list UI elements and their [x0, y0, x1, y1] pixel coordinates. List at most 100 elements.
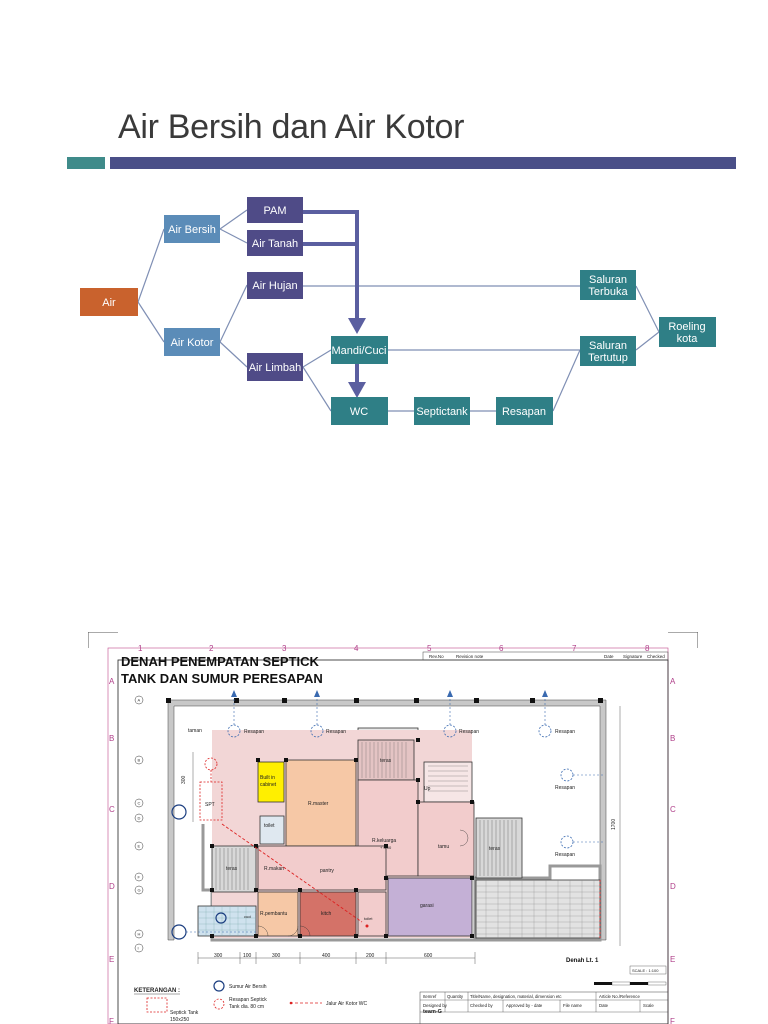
septic-system [199, 757, 369, 928]
legend-sumur: Sumur Air Bersih [229, 984, 267, 990]
dim-100: 100 [243, 953, 252, 959]
node-roeling-line2: kota [677, 333, 699, 345]
site-wall [167, 699, 607, 941]
node-air-label: Air [102, 297, 116, 309]
plan-title-line2: TANK DAN SUMUR PERESAPAN [121, 671, 323, 686]
row-d-right: D [670, 882, 676, 891]
label-resapan-4: Resapan [555, 729, 575, 735]
dim-300a: 300 [214, 953, 223, 959]
node-pam-label: PAM [263, 205, 286, 217]
label-elev: + 0.00 [380, 845, 392, 850]
node-air-hujan: Air Hujan [247, 272, 303, 299]
flow-diagram: Air Air Bersih Air Kotor PAM Air Tanah A… [80, 197, 716, 425]
legend-heading: KETERANGAN : [134, 988, 180, 994]
label-taman: taman [188, 728, 202, 734]
legend-resapan-2: Tank dia. 80 cm [229, 1004, 264, 1010]
label-r-pembantu: R.pembantu [260, 911, 287, 917]
label-toilet-2: toilet [364, 916, 373, 921]
label-cuci: cuci [244, 914, 251, 919]
grid-rows: A B C D E F A B C D E F [109, 677, 676, 1024]
label-kitch: kitch [321, 911, 332, 917]
drain-arrows [186, 695, 604, 933]
row-c-left: C [109, 805, 115, 814]
node-saluran-terbuka-line2: Terbuka [588, 286, 628, 298]
node-air-hujan-label: Air Hujan [252, 280, 297, 292]
node-saluran-terbuka-line1: Saluran [589, 274, 627, 286]
node-mandi-cuci: Mandi/Cuci [331, 336, 388, 364]
legend-septic-1: Septick Tank [170, 1010, 199, 1016]
label-resapan-1: Resapan [244, 729, 264, 735]
node-air: Air [80, 288, 138, 316]
axis-h: H [138, 932, 141, 937]
row-b-left: B [109, 734, 114, 743]
drain-arrowheads [231, 690, 548, 697]
dim-200: 200 [366, 953, 375, 959]
floor-plan-drawing: 1 2 3 4 5 6 7 8 A B C D E F A B C D E F … [88, 632, 698, 1024]
label-resapan-5: Resapan [555, 785, 575, 791]
node-resapan: Resapan [496, 397, 553, 425]
revision-header: Rev.No Revision note Date Signature Chec… [422, 651, 669, 661]
scale-label: SCALE : 1:100 [632, 968, 659, 973]
dim-400: 400 [322, 953, 331, 959]
dimension-labels: 300 100 300 400 200 600 300 1700 [181, 775, 617, 959]
row-a-left: A [109, 677, 115, 686]
axis-markers: A B C D E F G H I [134, 695, 144, 953]
tb-checked: Checked by [470, 1003, 494, 1008]
dimensions [192, 706, 621, 964]
tb-itemref: Itemref [423, 994, 437, 999]
rev-note: Revision note [456, 654, 484, 659]
tb-date: Date [599, 1003, 609, 1008]
col-7: 7 [572, 644, 577, 653]
col-1: 1 [138, 644, 143, 653]
node-septictank-label: Septictank [416, 406, 468, 418]
slide-title: Air Bersih dan Air Kotor [118, 108, 465, 146]
tb-approved: Approved by - date [506, 1003, 543, 1008]
node-air-limbah: Air Limbah [247, 353, 303, 381]
node-pam: PAM [247, 197, 303, 223]
node-saluran-tertutup: Saluran Tertutup [580, 336, 636, 366]
tb-quantity: Quantity [447, 994, 464, 999]
title-rule [110, 157, 736, 169]
tb-article: Article No./Reference [599, 994, 640, 999]
label-r-master: R.master [308, 801, 329, 807]
title-block: Itemref Quantity Title/Name, designation… [419, 991, 669, 1024]
label-teras-right: teras [489, 846, 501, 852]
label-pantry: pantry [320, 868, 334, 874]
flow-connectors [137, 209, 660, 412]
label-r-makan: R.makan [264, 866, 284, 872]
label-spt: SPT [205, 802, 215, 808]
axis-f: F [138, 875, 141, 880]
dim-left: 300 [181, 775, 187, 784]
row-c-right: C [670, 805, 676, 814]
rev-date: Date [604, 654, 614, 659]
title-rule-accent [67, 157, 105, 169]
dim-600: 600 [424, 953, 433, 959]
axis-g: G [138, 888, 141, 893]
row-f-right: F [670, 1017, 675, 1024]
node-resapan-label: Resapan [502, 406, 546, 418]
tb-title: Title/Name, designation, material, dimen… [470, 994, 562, 999]
col-8: 8 [645, 644, 650, 653]
label-up: Up [424, 786, 431, 792]
label-tamu: tamu [438, 844, 449, 850]
node-roeling-line1: Roeling [668, 321, 705, 333]
axis-c: C [138, 801, 141, 806]
node-saluran-tertutup-line2: Tertutup [588, 352, 628, 364]
floor-plan: 1 2 3 4 5 6 7 8 A B C D E F A B C D E F … [88, 632, 698, 1024]
building [166, 698, 603, 942]
node-air-tanah-label: Air Tanah [252, 238, 298, 250]
node-saluran-terbuka: Saluran Terbuka [580, 270, 636, 300]
supply-arrows [303, 210, 366, 398]
node-air-tanah: Air Tanah [247, 230, 303, 256]
node-air-kotor-label: Air Kotor [171, 337, 214, 349]
legend: KETERANGAN : Sumur Air Bersih Resapan Se… [134, 980, 368, 1023]
dim-right: 1700 [611, 819, 617, 830]
row-a-right: A [670, 677, 676, 686]
legend-resapan-1: Resapan Septick [229, 997, 267, 1003]
col-3: 3 [282, 644, 287, 653]
legend-septic-2: 150x250 [170, 1017, 189, 1023]
axis-b: B [138, 758, 141, 763]
row-e-left: E [109, 955, 114, 964]
col-6: 6 [499, 644, 504, 653]
tb-filename: File name [563, 1003, 582, 1008]
